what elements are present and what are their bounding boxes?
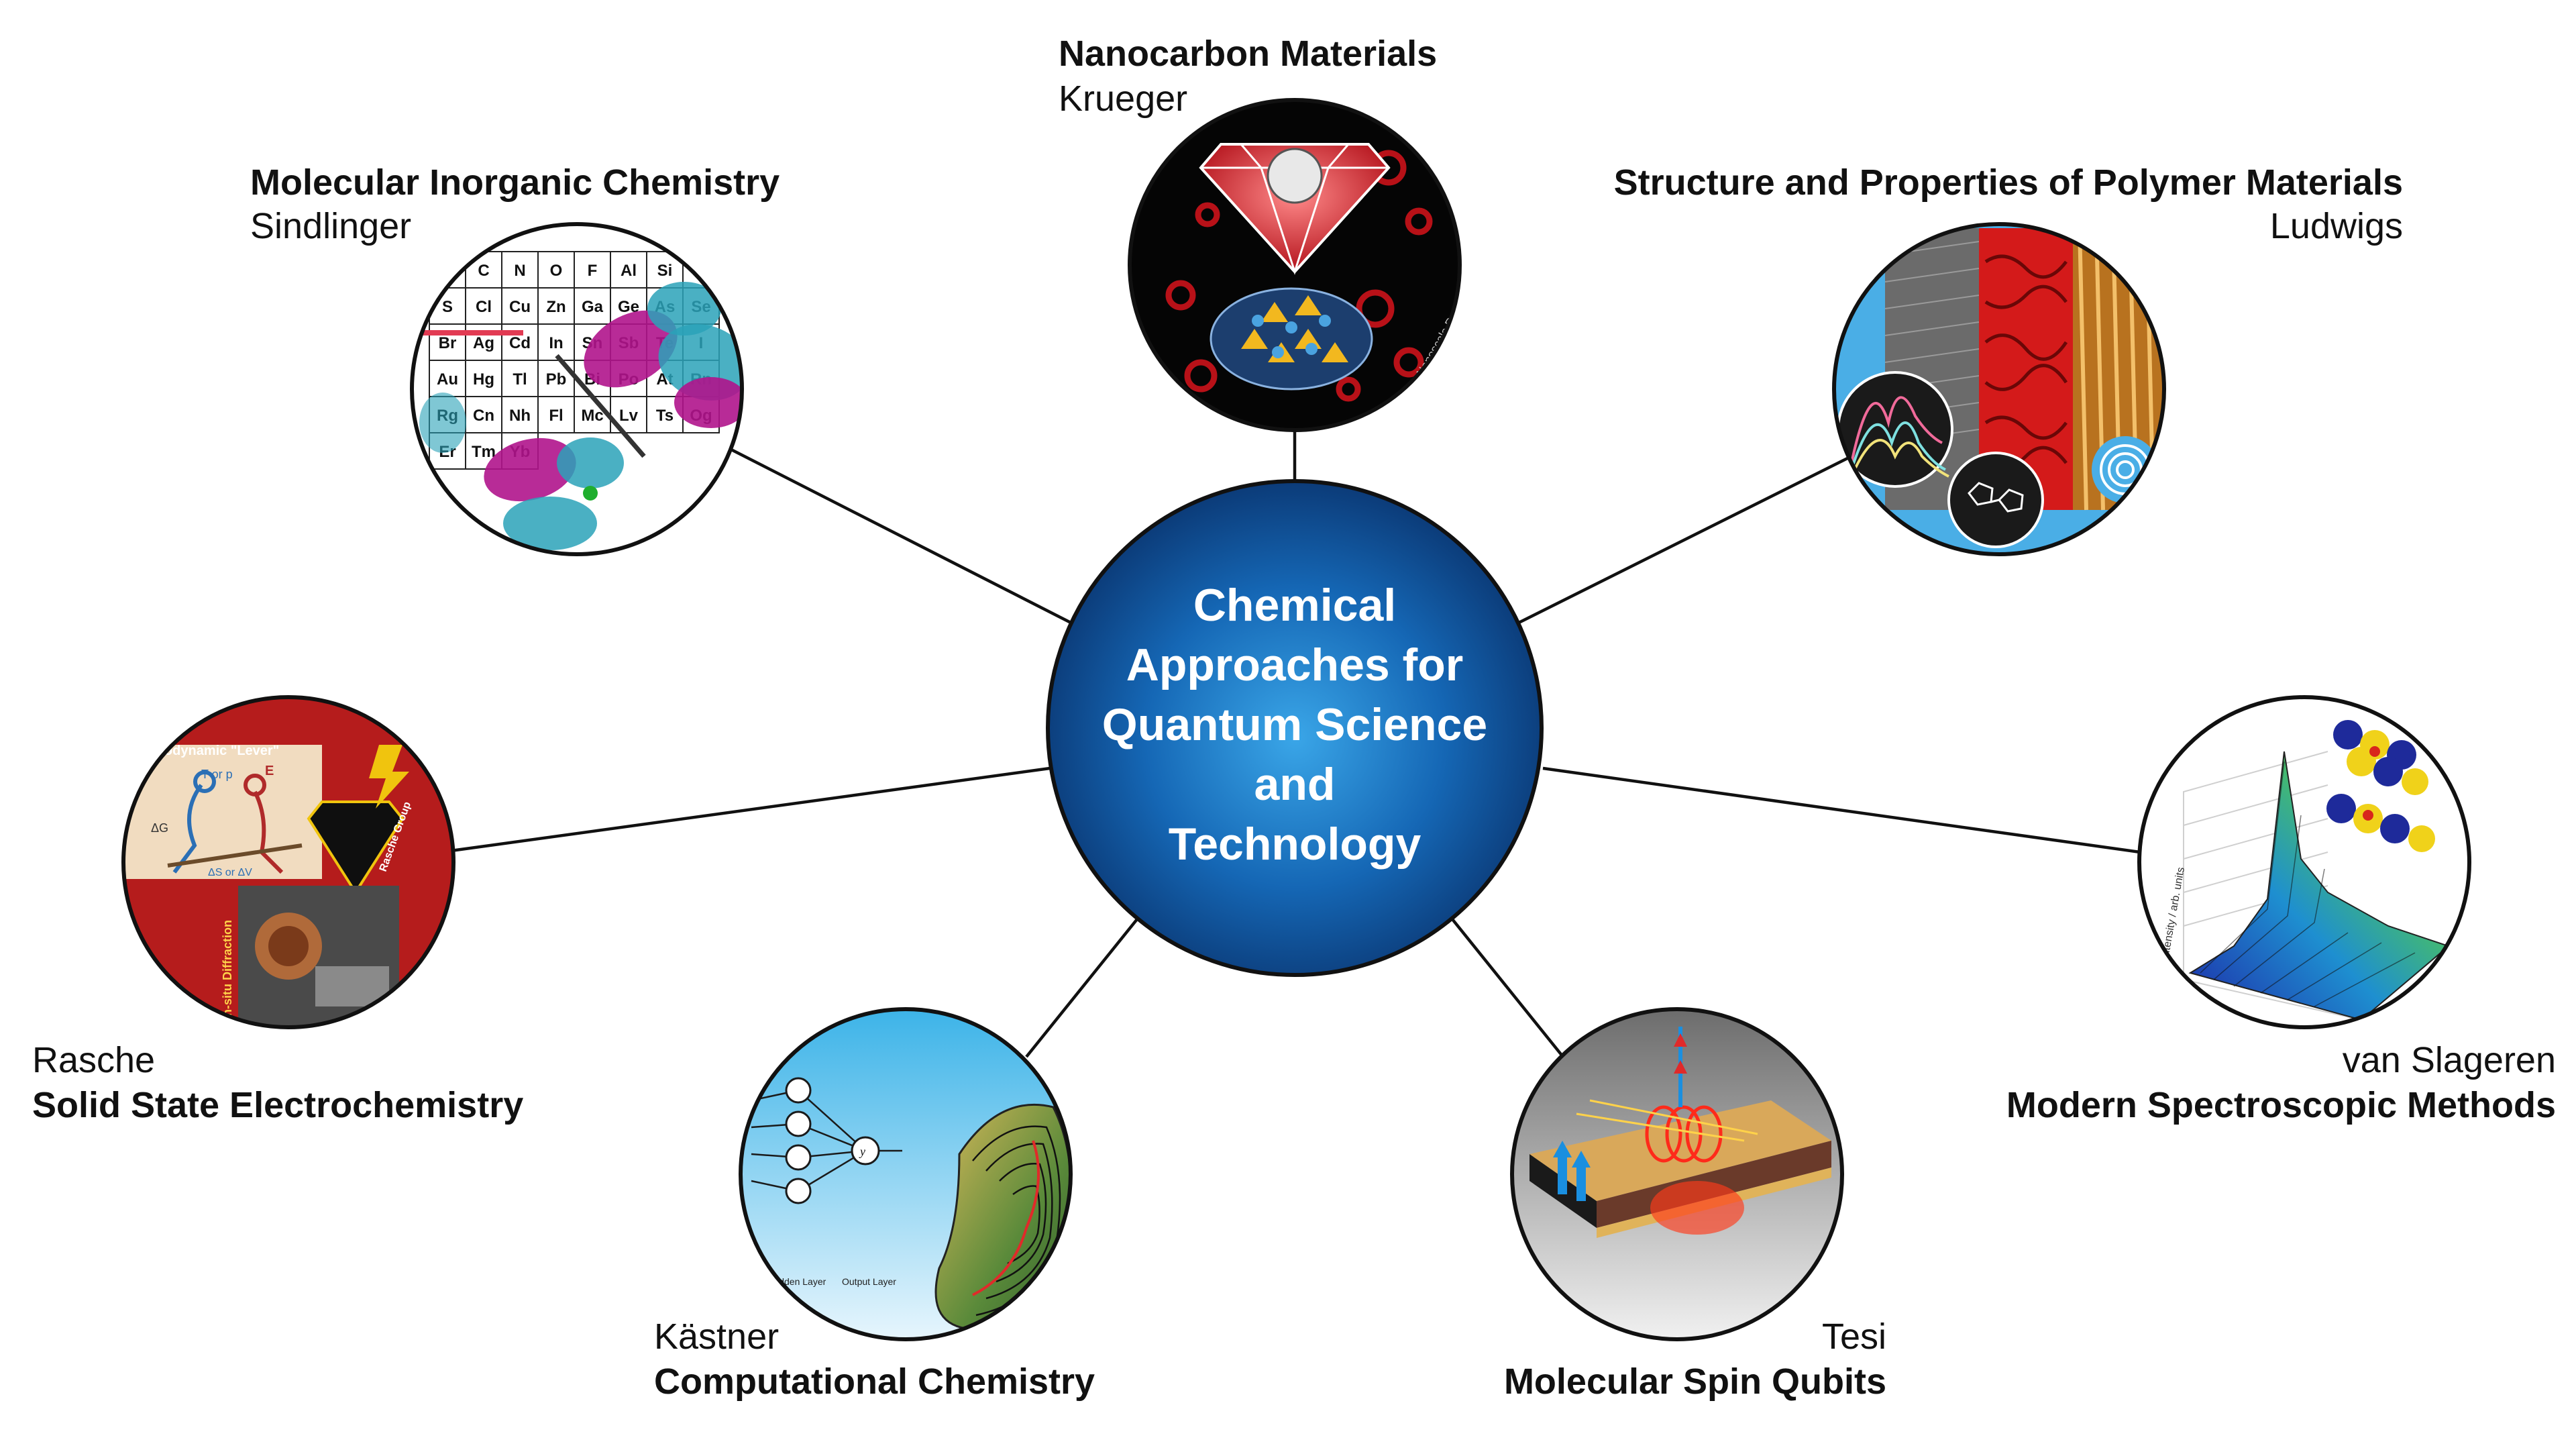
periodic-symbol: Br xyxy=(439,334,457,352)
periodic-symbol: Si xyxy=(657,262,673,280)
periodic-cell xyxy=(574,396,611,433)
periodic-cell xyxy=(501,287,539,325)
solidstate-title: Solid State Electrochemistry xyxy=(32,1085,523,1125)
inorganic-person: Sindlinger xyxy=(250,206,411,246)
spectro-title: Modern Spectroscopic Methods xyxy=(2006,1085,2556,1125)
periodic-symbol: Mc xyxy=(581,407,603,425)
periodic-symbol: C xyxy=(478,262,489,280)
solidstate-person: Rasche xyxy=(32,1040,155,1080)
periodic-cell xyxy=(574,287,611,325)
periodic-symbol: Ag xyxy=(473,334,494,352)
periodic-symbol: Cu xyxy=(509,298,531,316)
solidstate-label-lever: Thermodynamic "Lever" xyxy=(123,743,279,758)
periodic-symbol: Lv xyxy=(619,407,639,425)
computational-output-layer: Output Layer xyxy=(842,1276,896,1287)
connector-lines xyxy=(450,430,2141,1058)
periodic-symbol: Tl xyxy=(513,370,527,389)
spectro-circle xyxy=(2137,695,2471,1029)
nanocarbon-title: Nanocarbon Materials xyxy=(1059,34,1437,74)
periodic-cell xyxy=(537,396,575,433)
node-polymer: Structure and Properties of Polymer Mate… xyxy=(1614,162,2403,556)
computational-circle xyxy=(739,1007,1073,1341)
periodic-symbol: Fl xyxy=(549,407,563,425)
periodic-symbol: F xyxy=(588,262,598,280)
node-qubits: Tesi Molecular Spin Qubits xyxy=(1504,1007,1886,1402)
center-title-line-3: Quantum Science xyxy=(1102,699,1487,750)
solidstate-label-e: E xyxy=(265,764,274,778)
computational-person: Kästner xyxy=(654,1316,779,1357)
periodic-symbol: Cd xyxy=(509,334,531,352)
center-circle xyxy=(1046,479,1544,977)
solidstate-circle xyxy=(121,695,455,1029)
solidstate-label-ds: ΔS or ΔV xyxy=(208,867,252,878)
qubits-title: Molecular Spin Qubits xyxy=(1504,1361,1886,1402)
spectro-molecules xyxy=(2326,720,2435,852)
connector-inorganic xyxy=(730,448,1081,629)
periodic-cell xyxy=(465,360,502,397)
connector-polymer xyxy=(1515,454,1853,626)
periodic-symbol: N xyxy=(514,262,525,280)
periodic-cell xyxy=(537,323,575,361)
qubits-image xyxy=(1512,1009,1842,1339)
qubits-circle xyxy=(1510,1007,1844,1341)
periodic-symbol: Pb xyxy=(546,370,567,389)
nanocarbon-person: Krueger xyxy=(1059,79,1187,119)
node-computational: Kästner Computational Chemistry y Hidden… xyxy=(654,1007,1095,1402)
connector-qubits xyxy=(1451,918,1564,1058)
periodic-symbol: Nh xyxy=(509,407,531,425)
periodic-symbol: Au xyxy=(437,370,458,389)
periodic-symbol: In xyxy=(549,334,563,352)
polymer-title: Structure and Properties of Polymer Mate… xyxy=(1614,162,2403,203)
spectro-person: van Slageren xyxy=(2343,1040,2556,1080)
periodic-symbol: Cn xyxy=(473,407,494,425)
spectro-image: Intensity / arb. units xyxy=(2139,697,2469,1027)
polymer-person: Ludwigs xyxy=(2270,206,2403,246)
nanocarbon-image: CC-BY: Nanoscale Res. Lett. 2022, 17, 95… xyxy=(1130,100,1460,430)
periodic-symbol: Zn xyxy=(546,298,566,316)
periodic-cell xyxy=(501,396,539,433)
computational-title: Computational Chemistry xyxy=(654,1361,1095,1402)
periodic-cell xyxy=(501,251,539,289)
node-solidstate: Rasche Solid State Electrochemistry Ther… xyxy=(32,695,523,1125)
periodic-symbol: Ga xyxy=(582,298,604,316)
center-title-line-2: Approaches for xyxy=(1126,639,1464,690)
inorganic-circle xyxy=(410,222,744,556)
nanocarbon-circle xyxy=(1128,98,1462,432)
computational-output-node: y xyxy=(859,1145,865,1158)
node-spectro: van Slageren Modern Spectroscopic Method… xyxy=(2006,695,2556,1125)
orbital-lobes xyxy=(419,282,742,550)
qubits-person: Tesi xyxy=(1822,1316,1886,1357)
periodic-symbol: Tm xyxy=(472,443,496,461)
periodic-cell xyxy=(501,360,539,397)
periodic-symbol: Hg xyxy=(473,370,494,389)
periodic-cell xyxy=(465,287,502,325)
center-title-line-4: and xyxy=(1254,759,1336,810)
center-node: Chemical Approaches for Quantum Science … xyxy=(1046,479,1544,977)
connector-computational xyxy=(1025,918,1138,1058)
center-title-line-1: Chemical xyxy=(1193,580,1396,631)
periodic-symbol: S xyxy=(442,298,453,316)
connector-spectro xyxy=(1542,766,2141,854)
periodic-cell xyxy=(574,251,611,289)
node-nanocarbon: Nanocarbon Materials Krueger xyxy=(1059,34,1462,432)
periodic-symbol: O xyxy=(550,262,563,280)
periodic-symbol: Al xyxy=(621,262,637,280)
solidstate-label-diffraction: In-situ Diffraction xyxy=(221,920,234,1020)
inorganic-title: Molecular Inorganic Chemistry xyxy=(250,162,780,203)
solidstate-label-t-or-p: T or p xyxy=(201,768,233,781)
center-title-line-5: Technology xyxy=(1169,819,1421,870)
polymer-circle xyxy=(1832,222,2166,556)
node-inorganic: Molecular Inorganic Chemistry Sindlinger… xyxy=(250,162,780,556)
periodic-symbol: Cl xyxy=(476,298,492,316)
solidstate-image: Thermodynamic "Lever" T or p E ΔG ΔS or … xyxy=(123,697,453,1027)
periodic-symbol: B xyxy=(441,262,453,280)
periodic-symbol: Ts xyxy=(656,407,674,425)
solidstate-label-dg: ΔG xyxy=(151,821,168,835)
inorganic-image: BCNOFAlSiPSClCuZnGaGeAsSeBrAgCdInSnSbTeI… xyxy=(412,224,742,554)
connector-solidstate xyxy=(450,766,1051,853)
